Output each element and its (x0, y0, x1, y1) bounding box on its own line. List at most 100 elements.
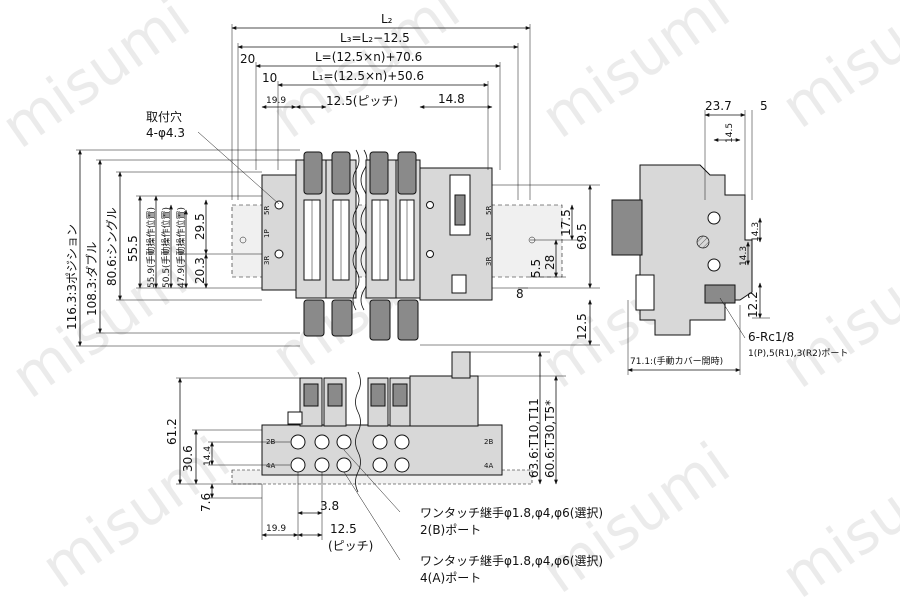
din-clip (611, 199, 643, 256)
dim-l1: L₁=(12.5×n)+50.6 (312, 69, 424, 83)
dim-single: 80.6:シングル (105, 207, 119, 286)
dim-20-3: 20.3 (193, 257, 207, 284)
dim-19-9: 19.9 (266, 96, 286, 106)
port-mark: 5R (485, 206, 493, 215)
dim-14-3b: 14.3 (739, 246, 749, 266)
fitting-icon (314, 434, 330, 450)
connector-icon (451, 274, 467, 294)
dim-manual-1: 55.9(手動操作位置) (145, 207, 157, 288)
dim-manual-2: 50.5(手動操作位置) (160, 207, 172, 288)
si-unit (451, 351, 471, 379)
fitting-icon (704, 284, 736, 304)
dim-12-2: 12.2 (746, 291, 760, 318)
port-mark: 3R (485, 257, 493, 266)
dim-3pos: 116.3:3ポジション (65, 224, 79, 330)
port-mark: 1P (485, 232, 493, 241)
port-mark: 3R (263, 256, 271, 265)
dim-14-8: 14.8 (438, 92, 465, 106)
break-line (352, 149, 360, 311)
port-icon (707, 258, 721, 272)
valve-station (303, 383, 319, 407)
dim-pitch: 12.5(ピッチ) (326, 94, 398, 108)
rail-hole (239, 236, 247, 244)
side-body (639, 164, 753, 336)
port-mark: 4A (266, 462, 275, 470)
dim-17-5: 17.5 (559, 209, 573, 236)
dim-cover: 71.1:(手動カバー開時) (630, 355, 723, 367)
port-mark: 5R (263, 206, 271, 215)
mount-hole-spec: 4-φ4.3 (146, 126, 185, 140)
rc-ports: 1(P),5(R1),3(R2)ポート (748, 348, 848, 359)
callout-fitting-b: ワンタッチ継手φ1.8,φ4,φ6(選択) (420, 505, 603, 520)
fitting-icon (290, 434, 306, 450)
valve-station (395, 151, 421, 341)
si-unit (409, 375, 479, 427)
fitting-icon (394, 457, 410, 473)
fitting-icon (394, 434, 410, 450)
mount-hole-icon (426, 250, 434, 258)
mount-hole-icon (274, 200, 284, 210)
dim-manual-3: 47.9(手動操作位置) (175, 207, 187, 288)
fitting-icon (336, 434, 352, 450)
dim-12-5: 12.5 (330, 522, 357, 536)
valve-station (365, 151, 397, 341)
mount-hole-icon (274, 249, 284, 259)
valve-station (392, 383, 408, 407)
dim-3-8: 3.8 (320, 499, 339, 513)
watermark: misumi (769, 0, 900, 141)
fitting-icon (372, 434, 388, 450)
dim-19-9: 19.9 (266, 524, 286, 534)
dim-12-5: 12.5 (575, 313, 589, 340)
watermark: misumi (529, 0, 742, 151)
valve-station (370, 383, 386, 407)
fitting-icon (290, 457, 306, 473)
dim-t-2: 60.6:T30,T5* (543, 400, 557, 478)
fitting-icon (372, 457, 388, 473)
indicator-window (454, 194, 466, 226)
valve-station (327, 383, 343, 407)
mount-hole-icon (426, 201, 434, 209)
connector-icon (287, 411, 303, 425)
watermark: misumi (769, 434, 900, 600)
callout-fitting-a: ワンタッチ継手φ1.8,φ4,φ6(選択) (420, 553, 603, 568)
dim-69-5: 69.5 (575, 223, 589, 250)
dim-23-7: 23.7 (705, 99, 732, 113)
side-view: 23.7 5 14.5 14.3 14.3 12.2 71.1:(手動カバー開時… (611, 99, 848, 375)
port-icon (696, 235, 710, 249)
dim-20: 20 (240, 52, 255, 66)
dim-l: L=(12.5×n)+70.6 (315, 50, 422, 64)
dim-7-6: 7.6 (199, 493, 213, 512)
callout-port-a: 4(A)ポート (420, 571, 481, 585)
dim-double: 108.3:ダブル (84, 242, 99, 316)
dim-5: 5 (760, 99, 768, 113)
break-line (355, 371, 361, 493)
dim-14-4: 14.4 (203, 446, 213, 466)
dim-5-5: 5.5 (529, 259, 543, 278)
fitting-icon (336, 457, 352, 473)
fitting-icon (314, 457, 330, 473)
dim-55-5: 55.5 (126, 235, 140, 262)
dim-14-3a: 14.3 (751, 222, 761, 242)
watermark: misumi (769, 224, 900, 401)
port-mark: 4A (484, 462, 493, 470)
dim-14-5: 14.5 (725, 123, 735, 143)
callout-port-b: 2(B)ポート (420, 523, 481, 537)
dim-10: 10 (262, 71, 277, 85)
dim-8: 8 (516, 287, 524, 301)
dim-l3: L₃=L₂−12.5 (340, 31, 410, 45)
port-mark: 1P (263, 229, 271, 238)
dim-l2: L₂ (381, 12, 393, 26)
manual-cover (635, 274, 655, 311)
dim-28: 28 (543, 255, 557, 270)
front-view: 2B 4A 2B 4A 61.2 30.6 14.4 (165, 351, 603, 585)
rc-spec: 6-Rc1/8 (748, 330, 794, 344)
valve-station (295, 151, 327, 337)
port-icon (707, 211, 721, 225)
valve-station (325, 151, 357, 337)
dim-29-5: 29.5 (193, 213, 207, 240)
port-mark: 2B (484, 438, 493, 446)
dim-61-2: 61.2 (165, 418, 179, 445)
mount-hole-title: 取付穴 (146, 109, 182, 124)
dim-30-6: 30.6 (181, 445, 195, 472)
dim-pitch: (ピッチ) (328, 539, 373, 553)
